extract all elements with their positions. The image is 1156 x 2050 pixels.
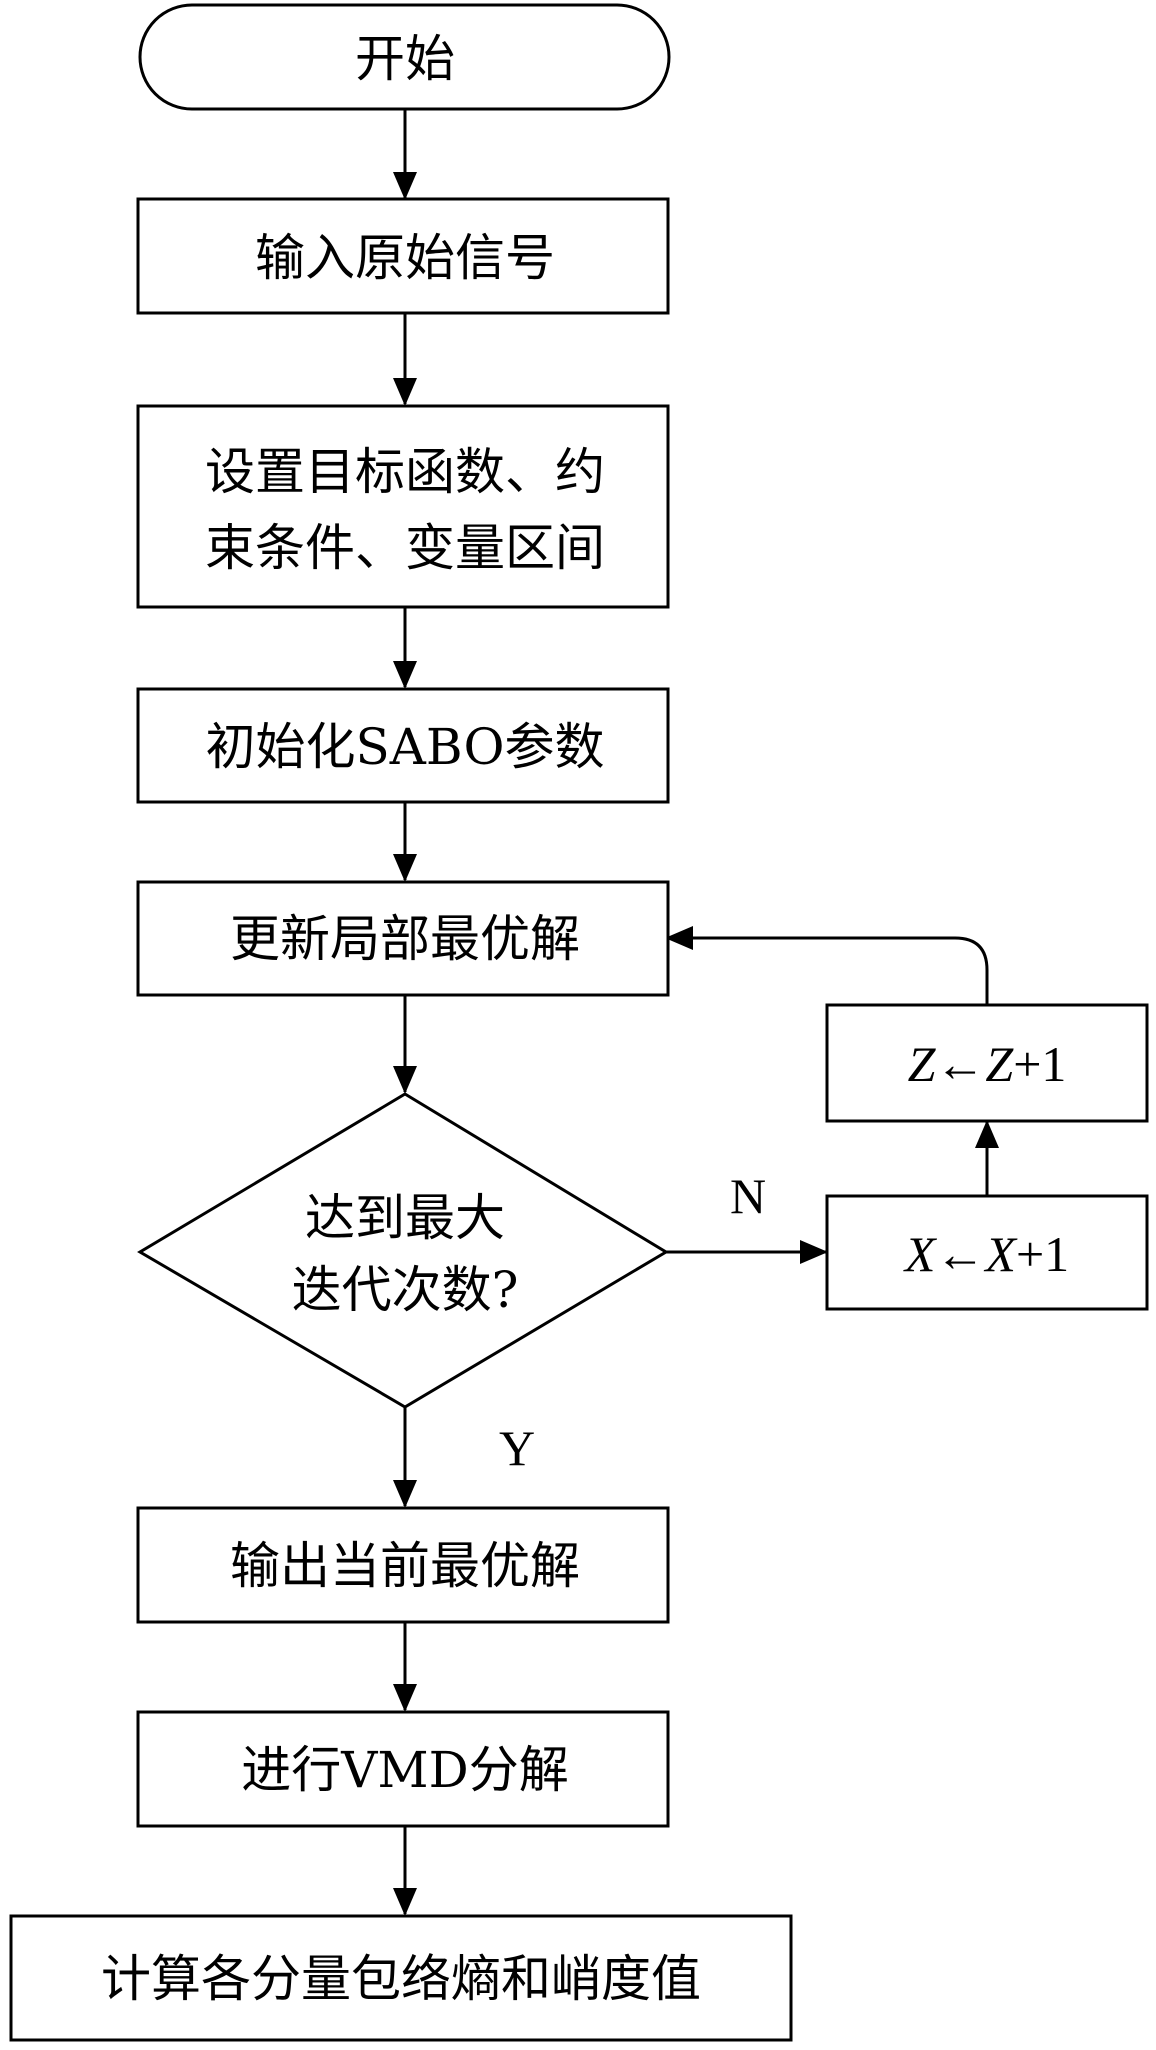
init-params-label: 初始化SABO参数	[205, 718, 604, 776]
loop-back-arrow	[665, 926, 989, 1005]
start-node: 开始	[138, 3, 671, 111]
z-update-label: Z←Z+1	[908, 1036, 1067, 1092]
decision-label-line2: 迭代次数?	[292, 1261, 519, 1319]
input-signal-box: 输入原始信号	[136, 197, 670, 315]
setup-label-line1: 设置目标函数、约	[205, 443, 605, 501]
setup-box: 设置目标函数、约 束条件、变量区间	[136, 404, 670, 609]
update-local-label: 更新局部最优解	[230, 910, 580, 968]
decision-node: 达到最大 迭代次数?	[137, 1092, 669, 1409]
x-update-label: X←X+1	[903, 1226, 1069, 1282]
output-best-box: 输出当前最优解	[136, 1506, 670, 1624]
no-branch-label: N	[730, 1168, 766, 1224]
z-update-box: Z←Z+1	[825, 1003, 1149, 1123]
compute-label: 计算各分量包络熵和峭度值	[101, 1950, 701, 2008]
init-params-box: 初始化SABO参数	[136, 687, 670, 804]
setup-label-line2: 束条件、变量区间	[205, 519, 605, 577]
vmd-label: 进行VMD分解	[241, 1741, 568, 1799]
vmd-box: 进行VMD分解	[136, 1710, 670, 1828]
update-local-box: 更新局部最优解	[136, 880, 670, 997]
input-signal-label: 输入原始信号	[255, 229, 555, 287]
start-label: 开始	[355, 30, 455, 88]
compute-box: 计算各分量包络熵和峭度值	[9, 1914, 793, 2042]
output-best-label: 输出当前最优解	[230, 1537, 580, 1595]
x-update-box: X←X+1	[825, 1194, 1149, 1311]
decision-label-line1: 达到最大	[305, 1189, 505, 1247]
yes-branch-label: Y	[499, 1420, 535, 1476]
connectors	[393, 109, 999, 1916]
